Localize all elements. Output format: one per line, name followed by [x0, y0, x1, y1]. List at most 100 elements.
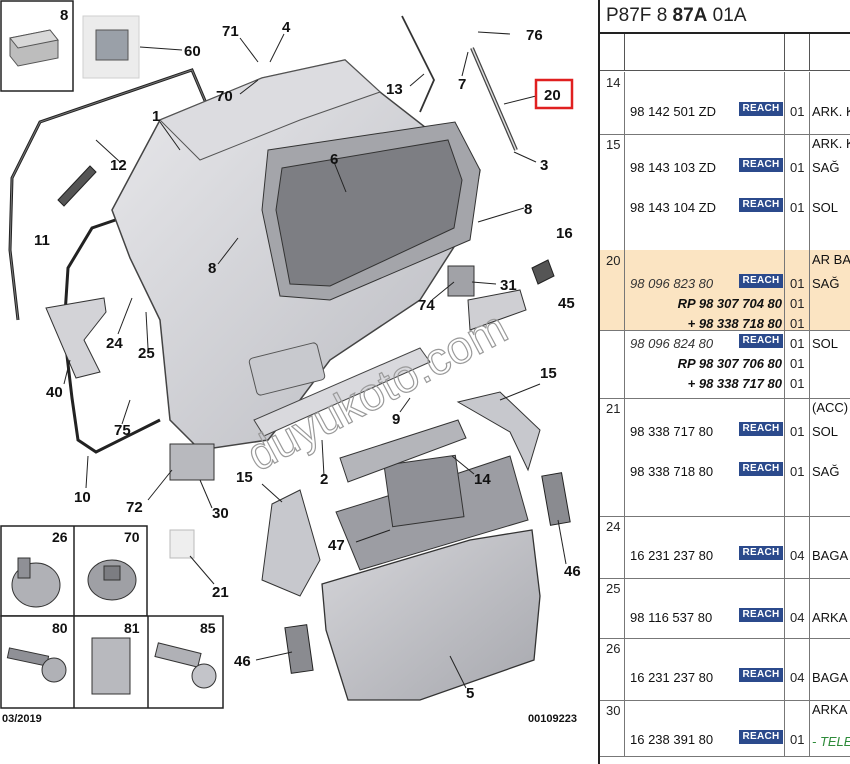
- vent-grille-46-left: [284, 624, 314, 674]
- part-quantity: 01: [790, 200, 805, 215]
- part-quantity: 01: [790, 356, 805, 371]
- inset-label-70: 70: [124, 529, 140, 545]
- part-description: ARK. K: [812, 104, 850, 119]
- trim-14: [339, 419, 467, 483]
- part-number[interactable]: 16 238 391 80: [630, 732, 714, 747]
- callout-45: 45: [558, 295, 575, 312]
- part-quantity: 04: [790, 610, 805, 625]
- lower-trim-panel-5: [321, 529, 541, 701]
- callout-25: 25: [138, 345, 155, 362]
- callout-15a: 15: [540, 365, 557, 382]
- callout-76: 76: [526, 27, 543, 44]
- part-number[interactable]: 98 143 103 ZD: [630, 160, 717, 175]
- weatherstrip-seal-10: [62, 213, 161, 454]
- callout-3: 3: [540, 157, 548, 174]
- callout-20: 20: [544, 87, 561, 104]
- module-30: [169, 443, 215, 481]
- callout-6: 6: [330, 151, 338, 168]
- part-number[interactable]: 98 143 104 ZD: [630, 200, 717, 215]
- callout-1: 1: [152, 108, 160, 125]
- part-quantity: 01: [790, 276, 805, 291]
- inset-80: [6, 647, 67, 683]
- inset-8-box: [0, 0, 74, 92]
- part-description: SOL: [812, 336, 839, 351]
- part-number[interactable]: 16 231 237 80: [630, 548, 714, 563]
- inset-26: [11, 557, 61, 608]
- part-number[interactable]: + 98 338 718 80: [687, 316, 782, 331]
- column-header-row: [600, 34, 850, 71]
- part-number[interactable]: + 98 338 717 80: [687, 376, 782, 391]
- callout-2: 2: [320, 471, 328, 488]
- callout-8b: 8: [524, 201, 532, 218]
- inset-81: [91, 637, 131, 695]
- part-number[interactable]: 98 116 537 80: [630, 610, 713, 625]
- callout-75: 75: [114, 422, 131, 439]
- part-quantity: 01: [790, 104, 805, 119]
- part-number[interactable]: RP 98 307 704 80: [677, 296, 782, 311]
- reach-badge: REACH: [739, 158, 783, 172]
- callout-9: 9: [392, 411, 400, 428]
- callout-46a: 46: [564, 563, 581, 580]
- part-description-heading: ARK. K: [812, 136, 850, 151]
- part-number[interactable]: 16 231 237 80: [630, 670, 714, 685]
- part-number[interactable]: 98 096 823 80: [630, 276, 714, 291]
- part-quantity: 01: [790, 160, 805, 175]
- vent-grille-46-right: [541, 472, 571, 526]
- reach-badge: REACH: [739, 102, 783, 116]
- callout-71: 71: [222, 23, 239, 40]
- part-number[interactable]: 98 338 717 80: [630, 424, 714, 439]
- callout-47: 47: [328, 537, 345, 554]
- callout-8: 8: [60, 7, 68, 24]
- callout-7: 7: [458, 76, 466, 93]
- callout-74: 74: [418, 297, 435, 314]
- part-number[interactable]: RP 98 307 706 80: [677, 356, 782, 371]
- part-description-heading: (ACC): [812, 400, 849, 415]
- lock-31: [447, 265, 475, 297]
- reach-badge: REACH: [739, 546, 783, 560]
- header-suffix: 01A: [707, 5, 747, 26]
- callout-labels: 8 71 4 76 60 70 13 7 1 12 6 3 11 8 8 16 …: [34, 7, 581, 702]
- part-quantity: 01: [790, 316, 805, 331]
- tailgate-panel: [111, 59, 481, 451]
- part-description: - TELE: [812, 734, 850, 749]
- callout-20-highlighted[interactable]: 20: [503, 78, 574, 110]
- inset-label-26: 26: [52, 529, 68, 545]
- part-number[interactable]: 98 142 501 ZD: [630, 104, 717, 119]
- callout-15b: 15: [236, 469, 253, 486]
- callout-31: 31: [500, 277, 517, 294]
- callout-16: 16: [556, 225, 573, 242]
- bracket-45: [467, 289, 527, 331]
- callout-13: 13: [386, 81, 403, 98]
- trim-15-left: [261, 489, 321, 597]
- part-number[interactable]: 98 338 718 80: [630, 464, 714, 479]
- callout-30: 30: [212, 505, 229, 522]
- callout-4: 4: [282, 19, 291, 36]
- part-ref-number: 24: [606, 519, 621, 534]
- part-number[interactable]: 98 096 824 80: [630, 336, 714, 351]
- part-description: SAĞ: [812, 464, 840, 479]
- part-ref-number: 20: [606, 253, 621, 268]
- part-quantity: 01: [790, 732, 805, 747]
- panel-header: P87F 8 87A 01A: [600, 0, 850, 34]
- diagram-canvas: 8 71 4 76 60 70 13 7 1 12 6 3 11 8 8 16 …: [0, 0, 581, 725]
- callout-24: 24: [106, 335, 123, 352]
- trim-15-right: [456, 391, 541, 472]
- callout-40: 40: [46, 384, 63, 401]
- part-quantity: 01: [790, 464, 805, 479]
- part-ref-number: 21: [606, 401, 621, 416]
- callout-72: 72: [126, 499, 143, 516]
- part-description-heading: AR BA: [812, 252, 850, 267]
- part-description: BAGA: [812, 670, 849, 685]
- cable-13: [401, 15, 435, 113]
- part-ref-number: 15: [606, 137, 621, 152]
- part-description: SAĞ: [812, 276, 840, 291]
